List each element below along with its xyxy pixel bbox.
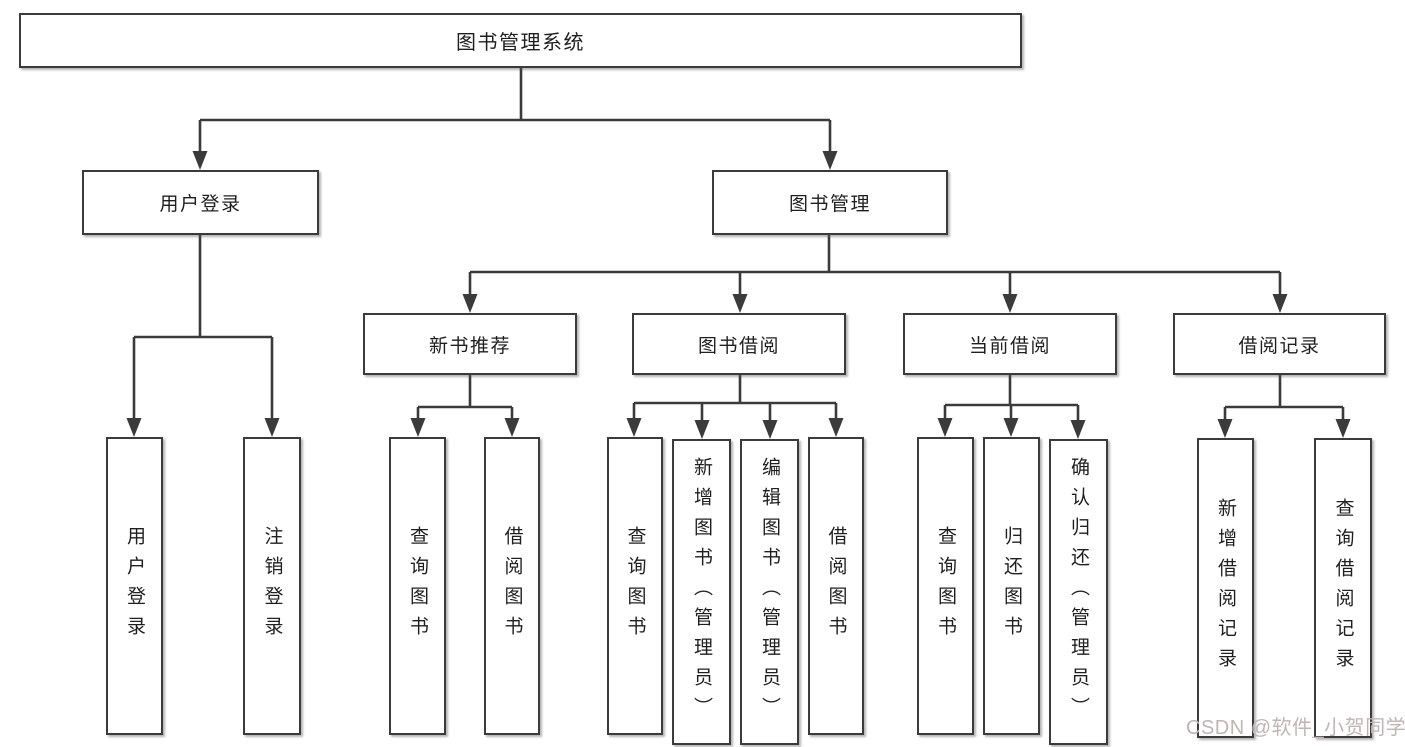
node-query-book-2: 查询图书 xyxy=(607,437,663,735)
connector-borrow-records xyxy=(1223,375,1345,419)
node-current-borrowing: 当前借阅 xyxy=(903,313,1117,375)
node-new-books: 新书推荐 xyxy=(363,313,577,375)
node-query-borrow-record: 查询借阅记录 xyxy=(1314,438,1372,738)
arrowheads xyxy=(126,151,1351,439)
node-logout-leaf: 注销登录 xyxy=(243,437,301,735)
node-query-book-3: 查询图书 xyxy=(917,437,974,735)
node-add-book-admin: 新增图书（管理员） xyxy=(672,439,731,745)
node-query-book-1: 查询图书 xyxy=(389,437,446,735)
node-user-login-leaf: 用户登录 xyxy=(106,437,163,735)
node-return-book: 归还图书 xyxy=(983,437,1040,735)
connector-current-borrow xyxy=(943,375,1080,420)
node-add-borrow-record: 新增借阅记录 xyxy=(1197,438,1254,738)
node-edit-book-admin: 编辑图书（管理员） xyxy=(740,439,799,745)
node-borrow-book-1: 借阅图书 xyxy=(484,437,540,735)
connector-borrowing xyxy=(632,375,838,420)
connector-book-mgmt xyxy=(468,235,1282,294)
node-borrow-book-2: 借阅图书 xyxy=(808,437,864,735)
node-root: 图书管理系统 xyxy=(19,13,1022,68)
node-confirm-return-admin: 确认归还（管理员） xyxy=(1049,439,1108,745)
watermark-text: CSDN @软件_小贺同学 xyxy=(1186,717,1405,739)
node-book-borrowing: 图书借阅 xyxy=(632,313,846,375)
node-user-login: 用户登录 xyxy=(82,170,319,235)
connector-user-login xyxy=(132,235,274,418)
node-borrow-records: 借阅记录 xyxy=(1173,313,1386,375)
connector-root xyxy=(198,68,832,151)
node-book-mgmt: 图书管理 xyxy=(712,170,948,235)
connector-new-books xyxy=(416,375,514,418)
